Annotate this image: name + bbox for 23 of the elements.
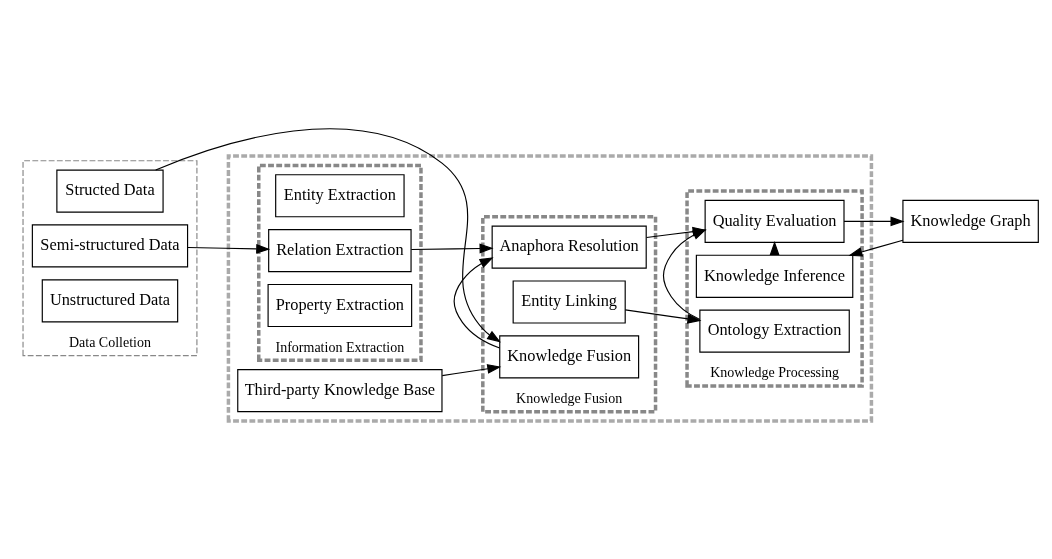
arrow — [624, 309, 702, 324]
arrow — [155, 128, 501, 343]
node-box: Quality Evaluation — [704, 199, 845, 244]
node-box: Ontology Extraction — [699, 309, 850, 353]
node-box: Relation Extraction — [268, 229, 412, 273]
arrow — [848, 239, 904, 257]
arrow — [441, 363, 502, 377]
node-box: Third-party Knowledge Base — [237, 369, 443, 413]
node-box: Entity Extraction — [275, 174, 405, 218]
node-box: Knowledge Graph — [902, 199, 1039, 244]
node-box: Entity Linking — [512, 280, 626, 324]
arrow — [410, 243, 494, 254]
node-box: Structed Data — [56, 169, 164, 213]
arrow — [843, 216, 905, 227]
node-box: Semi-structured Data — [31, 224, 189, 268]
node-box: Knowledge Fusion — [499, 335, 640, 379]
node-box: Anaphora Resolution — [491, 225, 647, 269]
cluster — [226, 154, 874, 423]
arrow — [187, 244, 271, 254]
arrow — [453, 257, 501, 349]
arrow — [662, 229, 707, 321]
node-box: Property Extraction — [267, 283, 413, 328]
node-box: Unstructured Data — [41, 279, 179, 323]
